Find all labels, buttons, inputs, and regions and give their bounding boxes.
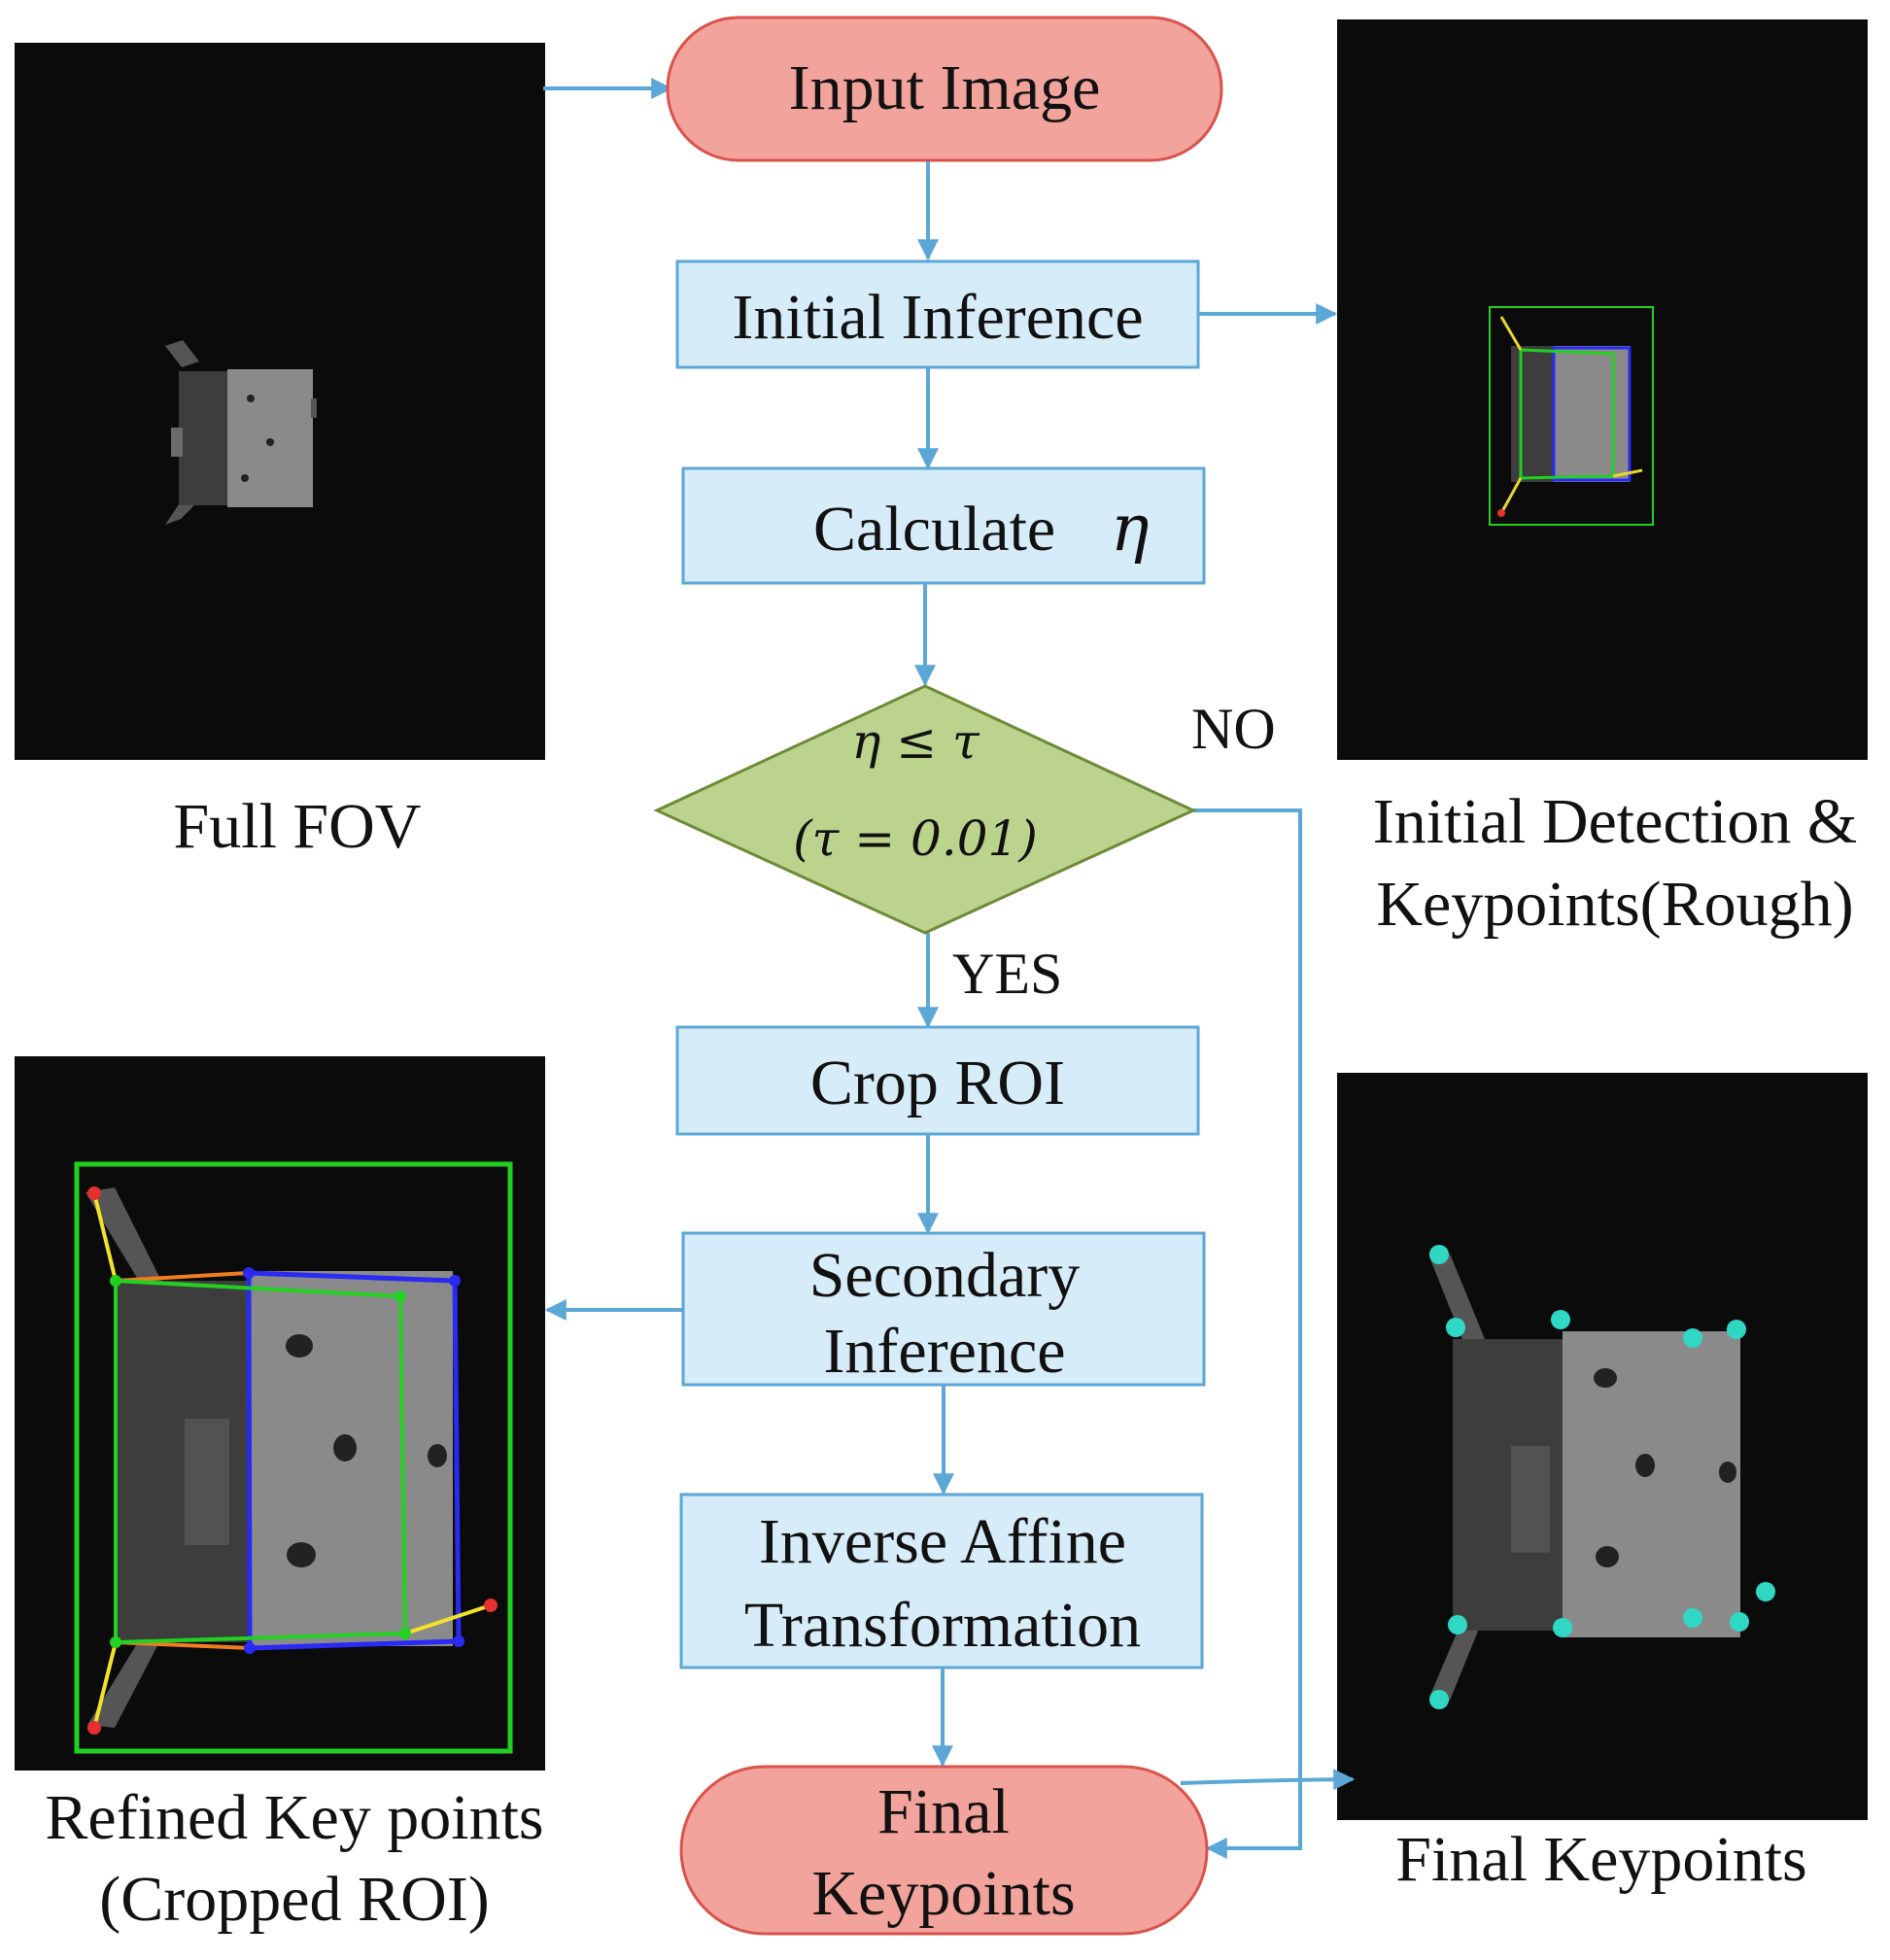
initial-inference-node: Initial Inference bbox=[675, 259, 1200, 369]
secondary-inference-line1: Secondary bbox=[809, 1240, 1081, 1311]
full-fov-image bbox=[15, 43, 545, 760]
inverse-affine-node: Inverse Affine Transformation bbox=[679, 1493, 1204, 1669]
inverse-affine-line2: Transformation bbox=[744, 1590, 1141, 1661]
initial-inference-label: Initial Inference bbox=[732, 282, 1143, 353]
calculate-label: Calculate bbox=[813, 494, 1055, 565]
caption-initial-detection-line2: Keypoints(Rough) bbox=[1376, 869, 1853, 940]
eta-symbol: η bbox=[1111, 491, 1150, 566]
decision-condition: η ≤ τ bbox=[851, 713, 980, 770]
input-image-label: Input Image bbox=[789, 52, 1101, 123]
secondary-inference-line2: Inference bbox=[823, 1316, 1065, 1387]
caption-full-fov: Full FOV bbox=[174, 791, 422, 862]
caption-initial-detection-line1: Initial Detection & bbox=[1373, 786, 1858, 857]
satellite-refined bbox=[74, 1161, 513, 1754]
crop-roi-label: Crop ROI bbox=[810, 1048, 1065, 1118]
arrow-final-to-image bbox=[1180, 1769, 1356, 1791]
satellite-final bbox=[1429, 1245, 1775, 1709]
final-keypoints-image bbox=[1337, 1073, 1868, 1820]
caption-refined-line1: Refined Key points bbox=[45, 1782, 543, 1853]
satellite-rough bbox=[1489, 306, 1654, 526]
decision-threshold: (τ = 0.01) bbox=[793, 810, 1038, 867]
yes-branch-label: YES bbox=[952, 942, 1062, 1006]
input-image-node: Input Image bbox=[666, 16, 1223, 162]
final-keypoints-line2: Keypoints bbox=[811, 1858, 1075, 1929]
crop-roi-node: Crop ROI bbox=[675, 1025, 1200, 1136]
connectors bbox=[543, 78, 1356, 1859]
decision-node: η ≤ τ (τ = 0.01) bbox=[653, 684, 1197, 935]
inverse-affine-line1: Inverse Affine bbox=[759, 1506, 1126, 1577]
satellite-small bbox=[165, 340, 317, 525]
caption-refined-line2: (Cropped ROI) bbox=[99, 1864, 489, 1935]
caption-final-keypoints: Final Keypoints bbox=[1395, 1824, 1807, 1895]
refined-keypoints-image bbox=[15, 1056, 545, 1771]
calculate-node: Calculate η bbox=[681, 466, 1206, 585]
secondary-inference-node: Secondary Inference bbox=[681, 1231, 1206, 1387]
final-keypoints-line1: Final bbox=[877, 1776, 1010, 1847]
final-keypoints-node: Final Keypoints bbox=[679, 1765, 1209, 1936]
no-branch-label: NO bbox=[1191, 697, 1276, 761]
arrow-no-branch bbox=[1193, 808, 1302, 1859]
initial-detection-image bbox=[1337, 19, 1868, 760]
